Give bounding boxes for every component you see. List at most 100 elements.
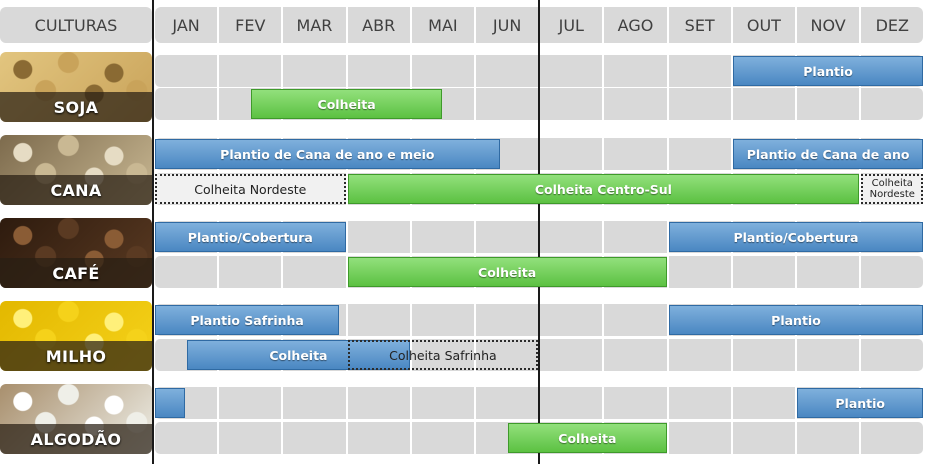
crop-label: ALGODÃO	[0, 424, 152, 454]
grid-cell	[732, 339, 795, 371]
task-bar: Plantio	[732, 56, 924, 86]
month-header-fev: FEV	[219, 7, 282, 43]
grid-cell	[797, 339, 860, 371]
grid-cell	[732, 422, 795, 454]
crop-tile-3: MILHO	[0, 301, 152, 371]
grid-cell	[347, 387, 410, 419]
task-bar: Plantio	[797, 388, 924, 418]
crop-label: SOJA	[0, 92, 152, 122]
grid-cell	[604, 138, 667, 170]
month-header-jan: JAN	[155, 7, 218, 43]
task-bar: Colheita Nordeste	[155, 174, 346, 204]
task-bar: Colheita Nordeste	[861, 174, 924, 204]
grid-cell	[540, 339, 603, 371]
grid-separator-left	[152, 0, 154, 464]
grid-cell	[283, 256, 346, 288]
grid-cell	[283, 387, 346, 419]
grid-cell	[347, 55, 410, 87]
grid-cell	[411, 304, 474, 336]
month-header-jul: JUL	[540, 7, 603, 43]
grid-cell	[668, 339, 731, 371]
grid-cell	[155, 256, 218, 288]
grid-cell	[411, 339, 474, 371]
task-bar: Colheita Safrinha	[347, 340, 539, 370]
grid-cell	[732, 256, 795, 288]
crop-label: CANA	[0, 175, 152, 205]
grid-cell	[283, 55, 346, 87]
month-header-jun: JUN	[476, 7, 539, 43]
grid-cell	[219, 55, 282, 87]
month-header-set: SET	[668, 7, 731, 43]
crop-label: CAFÉ	[0, 258, 152, 288]
grid-cell	[476, 387, 539, 419]
grid-cell	[347, 304, 410, 336]
task-bar	[155, 388, 186, 418]
grid-cell	[668, 387, 731, 419]
grid-cell	[476, 88, 539, 120]
grid-cell	[347, 422, 410, 454]
grid-cell	[155, 88, 218, 120]
grid-cell	[411, 422, 474, 454]
month-header-abr: ABR	[347, 7, 410, 43]
crop-tile-4: ALGODÃO	[0, 384, 152, 454]
month-header-nov: NOV	[797, 7, 860, 43]
grid-cell	[540, 387, 603, 419]
grid-cell	[155, 55, 218, 87]
grid-cell	[604, 387, 667, 419]
grid-cell	[540, 88, 603, 120]
grid-cell	[476, 55, 539, 87]
crops-column-header: CULTURAS	[0, 7, 152, 43]
task-bar: Colheita Centro-Sul	[347, 174, 860, 204]
grid-cell	[283, 422, 346, 454]
month-header-dez: DEZ	[861, 7, 924, 43]
grid-cell	[540, 304, 603, 336]
crop-tile-0: SOJA	[0, 52, 152, 122]
crop-tile-2: CAFÉ	[0, 218, 152, 288]
grid-cell	[540, 55, 603, 87]
grid-cell	[219, 256, 282, 288]
grid-cell	[668, 88, 731, 120]
task-bar: Plantio/Cobertura	[155, 222, 346, 252]
grid-cell	[797, 88, 860, 120]
task-bar: Colheita	[347, 257, 667, 287]
grid-cell	[668, 138, 731, 170]
grid-cell	[540, 138, 603, 170]
task-bar: Plantio	[668, 305, 924, 335]
task-bar: Colheita	[187, 340, 410, 370]
grid-cell	[604, 221, 667, 253]
grid-cell	[797, 422, 860, 454]
grid-cell	[219, 422, 282, 454]
grid-cell	[476, 304, 539, 336]
grid-cell	[604, 88, 667, 120]
task-bar: Plantio Safrinha	[155, 305, 340, 335]
month-header-mai: MAI	[411, 7, 474, 43]
task-bar: Plantio de Cana de ano e meio	[155, 139, 500, 169]
grid-cell	[604, 339, 667, 371]
grid-cell	[476, 221, 539, 253]
grid-cell	[732, 387, 795, 419]
grid-cell	[668, 55, 731, 87]
grid-cell	[732, 88, 795, 120]
task-bar: Plantio/Cobertura	[668, 222, 924, 252]
grid-cell	[604, 55, 667, 87]
grid-cell	[604, 304, 667, 336]
month-header-out: OUT	[732, 7, 795, 43]
grid-cell	[861, 422, 924, 454]
month-header-mar: MAR	[283, 7, 346, 43]
grid-cell	[861, 339, 924, 371]
grid-cell	[797, 256, 860, 288]
task-bar: Plantio de Cana de ano	[732, 139, 924, 169]
grid-cell	[347, 221, 410, 253]
task-bar: Colheita	[251, 89, 442, 119]
task-bar: Colheita	[508, 423, 667, 453]
grid-cell	[411, 387, 474, 419]
grid-cell	[476, 339, 539, 371]
crop-tile-1: CANA	[0, 135, 152, 205]
grid-cell	[411, 221, 474, 253]
grid-cell	[668, 422, 731, 454]
crop-label: MILHO	[0, 341, 152, 371]
grid-separator-semester	[538, 0, 541, 464]
month-header-ago: AGO	[604, 7, 667, 43]
grid-cell	[861, 256, 924, 288]
